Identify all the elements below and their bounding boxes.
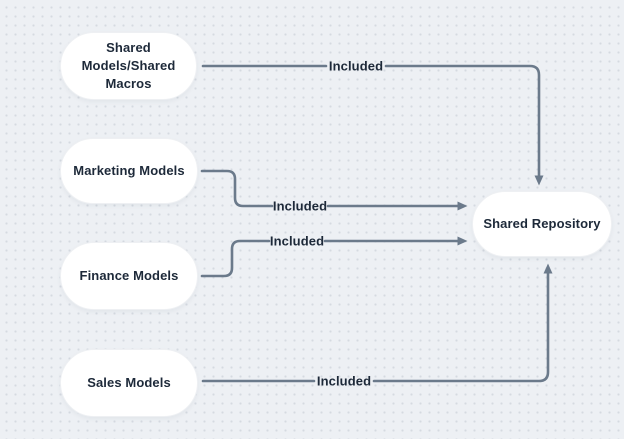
node-shared-models-macros: Shared Models/Shared Macros — [60, 32, 197, 100]
connector-sales-to-repository — [201, 263, 553, 383]
node-sales-models: Sales Models — [60, 349, 198, 417]
edge-label-included-finance: Included — [269, 233, 325, 249]
node-marketing-models: Marketing Models — [60, 138, 198, 204]
edge-label-included-shared-models: Included — [328, 58, 384, 74]
connector-marketing-to-repository — [200, 169, 468, 211]
node-marketing-models-label: Marketing Models — [73, 163, 185, 178]
node-finance-models: Finance Models — [60, 242, 198, 310]
node-sales-models-label: Sales Models — [87, 375, 171, 390]
node-finance-models-label: Finance Models — [79, 268, 179, 283]
edge-label-included-sales: Included — [316, 373, 372, 389]
node-shared-repository: Shared Repository — [472, 191, 612, 257]
node-shared-models-macros-label: Shared Models/Shared Macros — [81, 40, 176, 91]
connector-shared-models-to-repository — [201, 64, 544, 186]
edge-label-included-marketing: Included — [272, 198, 328, 214]
node-shared-repository-label: Shared Repository — [483, 216, 601, 231]
connector-finance-to-repository — [200, 236, 468, 278]
